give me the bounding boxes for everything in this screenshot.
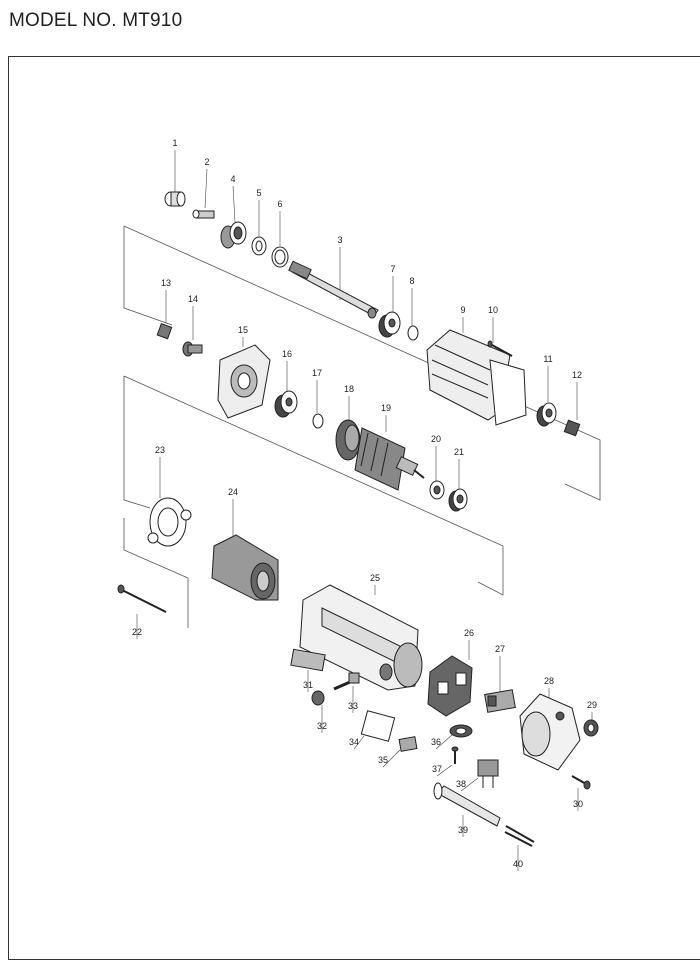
part-36-strain-relief <box>449 724 473 738</box>
part-label-32: 32 <box>317 721 327 731</box>
part-label-8: 8 <box>409 276 414 286</box>
part-8-ring <box>407 325 419 341</box>
part-label-27: 27 <box>495 644 505 654</box>
part-label-17: 17 <box>312 368 322 378</box>
part-17-washer <box>312 413 324 429</box>
part-label-30: 30 <box>573 799 583 809</box>
leader-line-37 <box>436 764 453 777</box>
part-20-washer <box>429 480 445 500</box>
part-5-washer-hole <box>255 240 263 252</box>
leader-line-38 <box>460 777 479 792</box>
part-label-24: 24 <box>228 487 238 497</box>
part-label-4: 4 <box>230 174 235 184</box>
part-label-20: 20 <box>431 434 441 444</box>
part-label-1: 1 <box>172 138 177 148</box>
diagram-frame <box>8 56 700 960</box>
part-label-5: 5 <box>256 188 261 198</box>
part-label-29: 29 <box>587 700 597 710</box>
part-label-11: 11 <box>543 354 552 364</box>
part-34-sheet <box>360 710 396 742</box>
part-32-cap <box>311 690 325 706</box>
part-16-bearing <box>274 390 298 418</box>
part-label-33: 33 <box>348 701 358 711</box>
part-6-washer-hole <box>274 249 286 265</box>
leader-line-4 <box>232 185 236 223</box>
part-35-terminal <box>398 736 418 752</box>
part-2-collet <box>192 209 215 219</box>
part-22-screw <box>117 584 167 613</box>
part-label-25: 25 <box>370 573 380 583</box>
model-number-title: MODEL NO. MT910 <box>9 10 183 31</box>
part-label-7: 7 <box>390 264 395 274</box>
part-30-screw <box>571 775 591 790</box>
part-21-bearing <box>448 488 468 512</box>
part-33-carbon-brush <box>333 672 360 691</box>
part-25-motor-housing <box>299 584 423 691</box>
part-label-6: 6 <box>277 199 282 209</box>
part-39-cord-guard <box>433 782 501 827</box>
part-12-fan-guide <box>563 419 581 437</box>
part-11-bearing <box>536 402 557 427</box>
part-label-16: 16 <box>282 349 292 359</box>
part-label-34: 34 <box>349 737 359 747</box>
part-37-screw <box>451 746 459 764</box>
part-label-14: 14 <box>188 294 198 304</box>
part-label-39: 39 <box>458 825 468 835</box>
part-label-35: 35 <box>378 755 388 765</box>
part-9-housing <box>426 329 527 426</box>
part-27-switch <box>484 689 516 713</box>
part-label-15: 15 <box>238 325 248 335</box>
part-13-lock <box>156 323 173 340</box>
leader-line-36 <box>435 734 453 750</box>
part-label-22: 22 <box>132 627 142 637</box>
leader-line-35 <box>382 749 401 768</box>
part-31-label <box>290 648 326 672</box>
part-18-fan <box>335 419 361 461</box>
part-24-field <box>211 534 279 601</box>
leader-line-2 <box>204 168 208 209</box>
part-7-bearing <box>378 311 401 338</box>
part-label-9: 9 <box>460 305 465 315</box>
part-3-spindle <box>288 260 379 319</box>
part-38-noise-suppressor <box>477 759 499 788</box>
part-label-36: 36 <box>431 737 441 747</box>
part-label-31: 31 <box>303 680 313 690</box>
part-drawings <box>117 191 599 847</box>
part-23-baffle-plate <box>147 497 192 547</box>
part-40-cord <box>504 825 535 847</box>
part-label-3: 3 <box>337 235 342 245</box>
part-14-pin <box>182 341 203 357</box>
part-15-bearing-box <box>217 344 271 419</box>
leader-line-34 <box>353 735 365 750</box>
part-label-19: 19 <box>381 403 391 413</box>
part-28-rear-cover <box>519 693 581 771</box>
part-4-nut <box>220 221 247 249</box>
part-26-brush-holder <box>427 655 473 717</box>
part-label-28: 28 <box>544 676 554 686</box>
part-label-37: 37 <box>432 764 442 774</box>
part-label-12: 12 <box>572 370 582 380</box>
part-label-2: 2 <box>204 157 209 167</box>
part-label-23: 23 <box>155 445 165 455</box>
part-1-collet-nut <box>164 191 186 207</box>
part-10-screw <box>487 340 513 357</box>
part-label-13: 13 <box>161 278 171 288</box>
part-label-21: 21 <box>454 447 464 457</box>
part-29-nut <box>583 719 599 737</box>
part-19-armature <box>354 427 425 491</box>
part-label-40: 40 <box>513 859 523 869</box>
part-label-10: 10 <box>488 305 498 315</box>
group-bracket-lines <box>123 225 601 628</box>
part-label-26: 26 <box>464 628 474 638</box>
part-label-18: 18 <box>344 384 354 394</box>
part-label-38: 38 <box>456 779 466 789</box>
leader-lines <box>136 150 593 871</box>
